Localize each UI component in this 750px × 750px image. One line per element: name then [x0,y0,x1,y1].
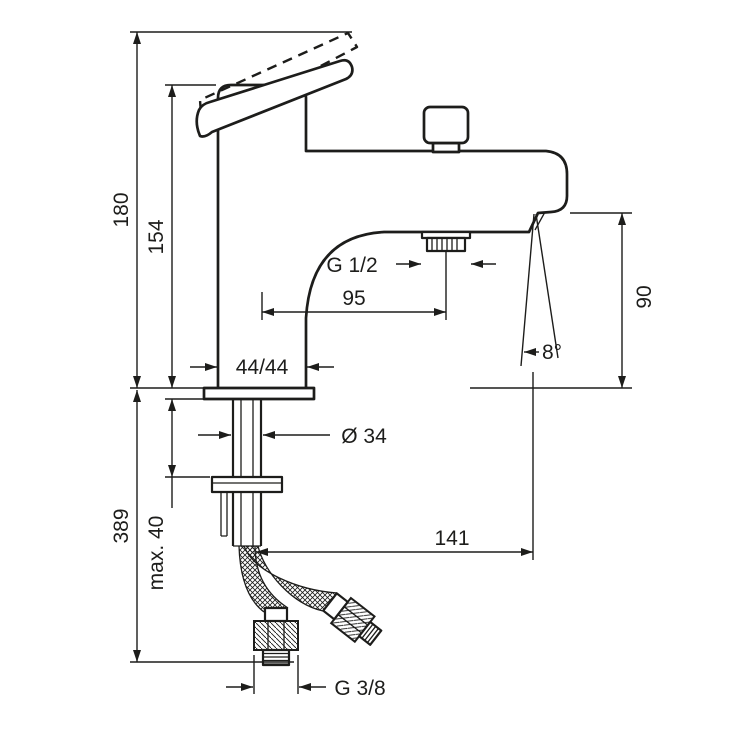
deck-plate [202,386,316,401]
spout-mouth-detail [534,211,546,231]
dim-offset-label: 95 [342,287,365,310]
dim-hose-thread-label: G 1/2 [326,254,377,277]
hose-connector-right [322,592,383,646]
dim-angle-label: 8° [542,341,562,364]
faucet-body [216,83,569,392]
dimension-body-width: 44/44 [190,356,334,379]
dim-spout-height-label: 90 [633,285,656,308]
dimension-spout-angle: 8° [520,213,562,367]
dimension-below-deck: 389 [110,390,294,663]
faucet-figure [195,31,569,667]
lever-handle [195,58,354,138]
dimension-spout-height: 90 [470,212,656,389]
dim-reach-label: 141 [434,527,469,550]
mounting-nut [210,475,284,494]
dim-max-thickness-label: max. 40 [145,516,168,591]
dim-total-height-label: 180 [110,192,133,227]
diverter-knob [422,105,470,145]
dimension-spout-reach: 141 [256,372,534,560]
dimension-hole-diameter: Ø 34 [198,425,387,448]
dim-body-width-label: 44/44 [236,356,289,379]
dimension-body-top: 154 [145,84,216,388]
mounting-shank [231,399,263,547]
dim-below-deck-label: 389 [110,508,133,543]
dim-hole-diameter-label: Ø 34 [341,425,387,448]
dim-body-height-label: 154 [145,219,168,254]
dimension-supply-thread: G 3/8 [226,655,386,700]
dimension-annotations: 180 154 389 max. 40 90 [110,31,656,700]
dim-supply-thread-label: G 3/8 [334,677,385,700]
dimension-total-height: 180 [110,31,352,389]
dimension-outlet-offset: 95 [261,252,447,320]
fixing-stud [220,492,228,537]
dimension-hose-thread: G 1/2 [326,254,496,277]
aerator-connection [420,230,472,253]
hose-connector-left [253,606,299,667]
dimension-max-thickness: max. 40 [145,398,210,591]
